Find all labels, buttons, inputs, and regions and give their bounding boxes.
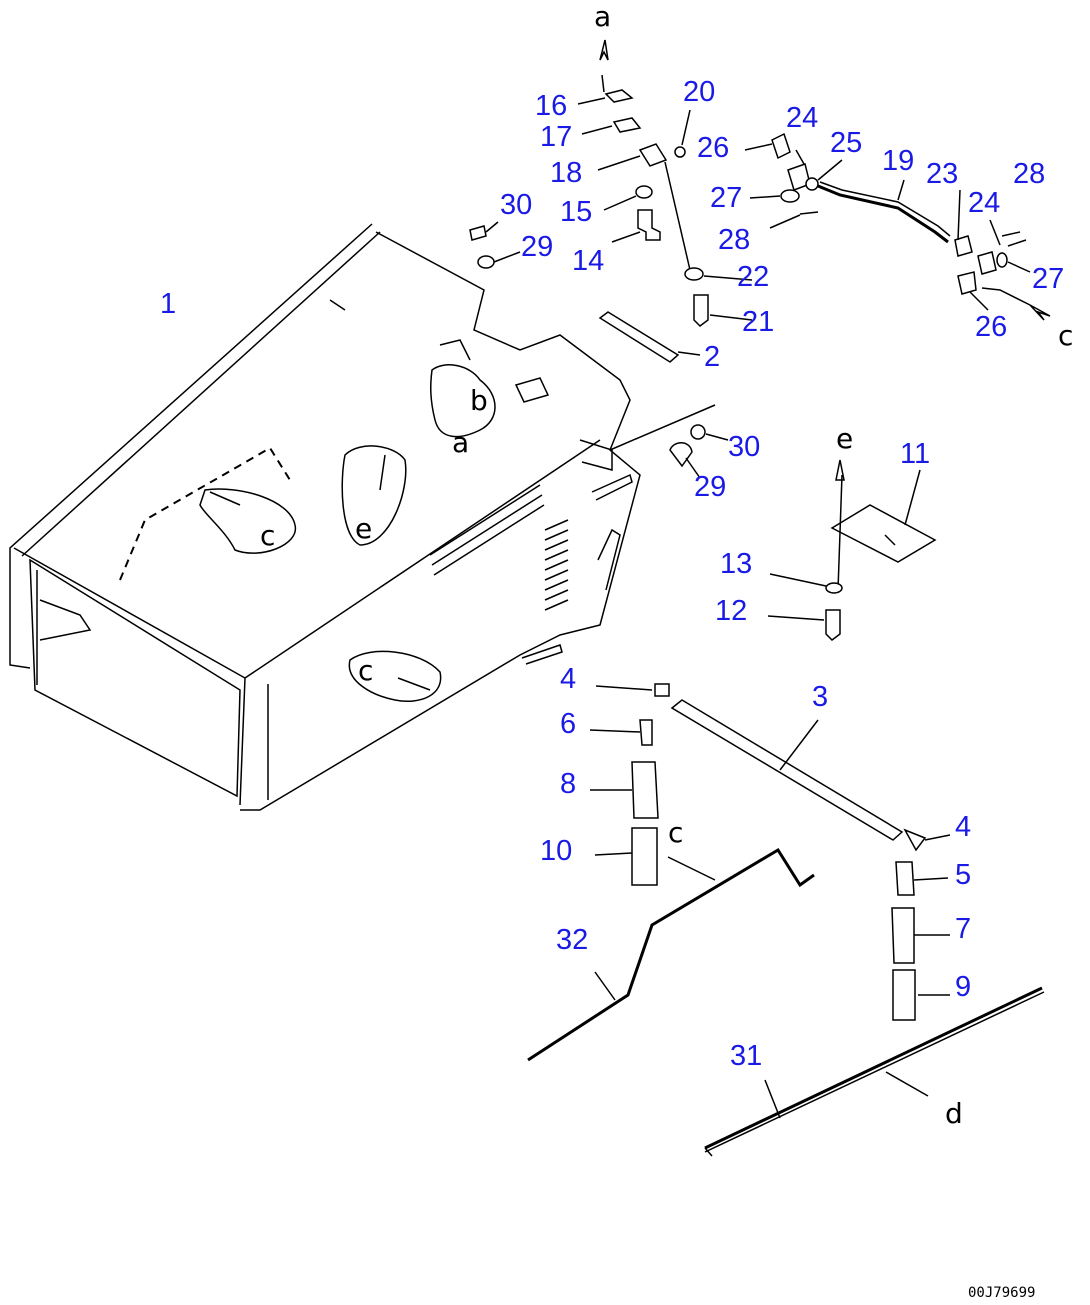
callout-26-upper: 26 bbox=[697, 132, 729, 164]
callout-24-upper: 24 bbox=[786, 102, 818, 134]
ref-letter-b-body: b bbox=[470, 384, 488, 417]
callout-7: 7 bbox=[955, 913, 971, 945]
callout-5: 5 bbox=[955, 859, 971, 891]
stay-rod-assembly bbox=[744, 132, 1051, 321]
callout-6: 6 bbox=[560, 708, 576, 740]
latch-set bbox=[577, 39, 753, 327]
callout-1: 1 bbox=[160, 288, 176, 320]
reference-letters: a a b c c c c d e e bbox=[260, 0, 1073, 1130]
plate-assembly bbox=[767, 459, 937, 641]
ref-letter-a-top: a bbox=[594, 0, 611, 33]
callout-8: 8 bbox=[560, 768, 576, 800]
callout-14: 14 bbox=[572, 245, 604, 277]
reference-blobs bbox=[199, 364, 496, 702]
callout-27-lower: 27 bbox=[1032, 263, 1064, 295]
callout-2: 2 bbox=[704, 341, 720, 373]
callout-10: 10 bbox=[540, 835, 572, 867]
callout-20: 20 bbox=[683, 76, 715, 108]
seal-rail-3 bbox=[670, 699, 904, 841]
callout-23: 23 bbox=[926, 158, 958, 190]
callout-30-lower: 30 bbox=[728, 431, 760, 463]
callout-28-lower: 28 bbox=[718, 224, 750, 256]
callout-22: 22 bbox=[737, 261, 769, 293]
callout-30-upper: 30 bbox=[500, 189, 532, 221]
ref-letter-c-body-low: c bbox=[358, 654, 373, 687]
callout-16: 16 bbox=[535, 90, 567, 122]
callout-18: 18 bbox=[550, 157, 582, 189]
callout-29-lower: 29 bbox=[694, 471, 726, 503]
callout-4-upper: 4 bbox=[560, 663, 576, 695]
ref-letter-c-body-top: c bbox=[260, 519, 275, 552]
callout-27-upper: 27 bbox=[710, 182, 742, 214]
callout-19: 19 bbox=[882, 145, 914, 177]
callout-21: 21 bbox=[742, 306, 774, 338]
callout-25: 25 bbox=[830, 127, 862, 159]
callout-11: 11 bbox=[900, 438, 930, 470]
ref-letter-c-right: c bbox=[1058, 319, 1073, 352]
rod-31 bbox=[704, 986, 1045, 1157]
grommets bbox=[469, 221, 729, 479]
callout-28-upper: 28 bbox=[1013, 158, 1045, 190]
callout-24-lower: 24 bbox=[968, 187, 1000, 219]
seal-blocks bbox=[589, 683, 951, 1021]
callout-15: 15 bbox=[560, 196, 592, 228]
callout-9: 9 bbox=[955, 971, 971, 1003]
callout-31: 31 bbox=[730, 1040, 762, 1072]
drawing-code: 00J79699 bbox=[968, 1285, 1035, 1301]
callout-13: 13 bbox=[720, 548, 752, 580]
ref-letter-d-rod: d bbox=[945, 1097, 963, 1130]
callout-3: 3 bbox=[812, 681, 828, 713]
callout-12: 12 bbox=[715, 595, 747, 627]
ref-letter-c-rod: c bbox=[668, 816, 683, 849]
callout-17: 17 bbox=[540, 121, 572, 153]
hood-cover-body bbox=[9, 223, 716, 811]
seal-rail-2 bbox=[598, 311, 701, 363]
callout-26-lower: 26 bbox=[975, 311, 1007, 343]
callout-labels: 1 2 3 4 4 5 6 7 8 9 10 11 12 13 14 15 16… bbox=[160, 76, 1064, 1072]
rod-32 bbox=[527, 847, 815, 1062]
ref-letter-e-body: e bbox=[355, 512, 372, 545]
callout-32: 32 bbox=[556, 924, 588, 956]
ref-letter-a-body: a bbox=[452, 426, 469, 459]
callout-4-lower: 4 bbox=[955, 811, 971, 843]
callout-29-upper: 29 bbox=[521, 231, 553, 263]
ref-letter-e-plate: e bbox=[836, 422, 853, 455]
